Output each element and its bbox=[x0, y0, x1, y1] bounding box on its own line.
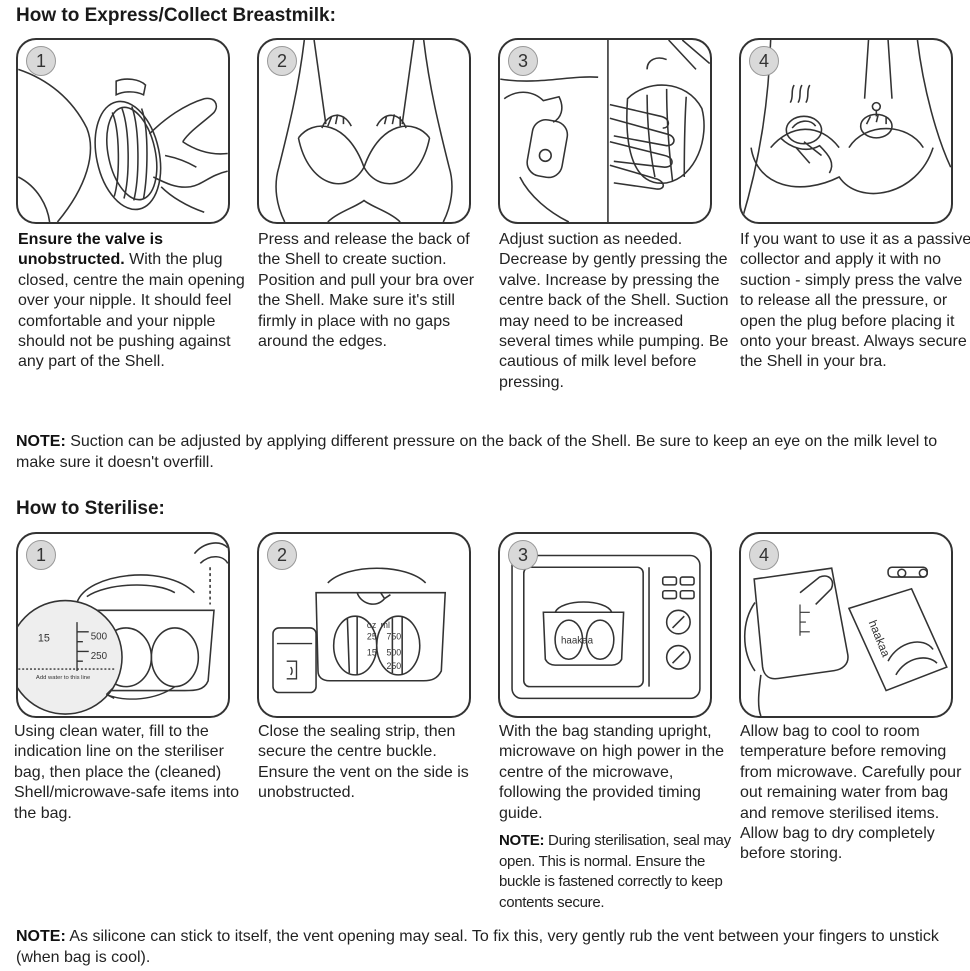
sterilise-step-1-illustration: 1 15 500 250 Add water to this line bbox=[16, 532, 230, 718]
express-step-2-illustration: 2 bbox=[257, 38, 471, 224]
express-step-4-illustration: 4 bbox=[739, 38, 953, 224]
step-number-badge: 4 bbox=[749, 540, 779, 570]
sterilise-section-title: How to Sterilise: bbox=[16, 498, 165, 519]
scale-label-500: 500 bbox=[387, 647, 402, 657]
step-1-bold-warning: Ensure the valve is unobstructed. bbox=[18, 231, 163, 269]
note-text: Suction can be adjusted by applying diff… bbox=[16, 433, 938, 471]
express-step-1-illustration: 1 bbox=[16, 38, 230, 224]
express-step-1-text: Ensure the valve is unobstructed. With t… bbox=[18, 230, 250, 373]
sterilise-step-4-text: Allow bag to cool to room temperature be… bbox=[740, 723, 962, 863]
bag-brand-label: haakaa bbox=[561, 636, 594, 647]
express-step-3-illustration: 3 bbox=[498, 38, 712, 224]
scale-label-15: 15 bbox=[367, 647, 377, 657]
step-number-badge: 1 bbox=[26, 46, 56, 76]
step-1-body: With the plug closed, centre the main op… bbox=[18, 251, 245, 371]
pour-and-dry-drawing: haakaa bbox=[744, 566, 948, 716]
fill-line-label: Add water to this line bbox=[36, 675, 90, 681]
step-number-badge: 1 bbox=[26, 540, 56, 570]
adjust-suction-drawing bbox=[500, 40, 710, 222]
note-text: As silicone can stick to itself, the ven… bbox=[16, 928, 939, 966]
sub-note-label: NOTE: bbox=[499, 832, 545, 849]
scale-label-250: 250 bbox=[387, 661, 402, 671]
sterilise-step-2-illustration: 2 oz ml 25 15 750 500 250 bbox=[257, 532, 471, 718]
step-number-badge: 4 bbox=[749, 46, 779, 76]
note-label: NOTE: bbox=[16, 433, 66, 450]
sterilise-step-3-note: NOTE: During sterilisation, seal may ope… bbox=[499, 831, 731, 913]
step-number-badge: 2 bbox=[267, 46, 297, 76]
fill-steriliser-bag-drawing: 15 500 250 Add water to this line bbox=[18, 542, 228, 715]
ml-label: ml bbox=[381, 620, 390, 630]
oz-label: oz bbox=[367, 620, 376, 630]
scale-label-250: 250 bbox=[91, 651, 108, 662]
sterilise-step-1-text: Using clean water, fill to the indicatio… bbox=[14, 723, 239, 822]
scale-label-15: 15 bbox=[38, 633, 50, 645]
sterilise-step-3-illustration: 3 haakaa bbox=[498, 532, 712, 718]
sterilise-step-2-text: Close the sealing strip, then secure the… bbox=[258, 723, 469, 802]
express-step-4-text: If you want to use it as a passive colle… bbox=[740, 231, 970, 371]
express-note: NOTE: Suction can be adjusted by applyin… bbox=[16, 432, 961, 473]
sterilise-step-4-illustration: 4 haakaa bbox=[739, 532, 953, 718]
scale-label-750: 750 bbox=[387, 632, 402, 642]
close-sealing-strip-drawing: oz ml 25 15 750 500 250 bbox=[272, 567, 447, 694]
scale-label-500: 500 bbox=[91, 632, 108, 643]
express-section-title: How to Express/Collect Breastmilk: bbox=[16, 5, 336, 26]
step-number-badge: 3 bbox=[508, 540, 538, 570]
scale-label-25: 25 bbox=[367, 632, 377, 642]
sterilise-step-3-text: With the bag standing upright, microwave… bbox=[499, 723, 725, 822]
note-label: NOTE: bbox=[16, 928, 66, 945]
microwave-drawing: haakaa bbox=[511, 554, 701, 700]
breast-shell-hand-drawing bbox=[18, 68, 228, 222]
sterilise-note: NOTE: As silicone can stick to itself, t… bbox=[16, 927, 961, 968]
passive-collector-drawing bbox=[741, 40, 951, 222]
express-step-2-text: Press and release the back of the Shell … bbox=[258, 231, 475, 351]
step-number-badge: 3 bbox=[508, 46, 538, 76]
bra-with-shells-drawing bbox=[275, 40, 453, 222]
step-number-badge: 2 bbox=[267, 540, 297, 570]
express-step-3-text: Adjust suction as needed. Decrease by ge… bbox=[499, 231, 729, 391]
sub-note-text: During sterilisation, seal may open. Thi… bbox=[499, 832, 731, 911]
